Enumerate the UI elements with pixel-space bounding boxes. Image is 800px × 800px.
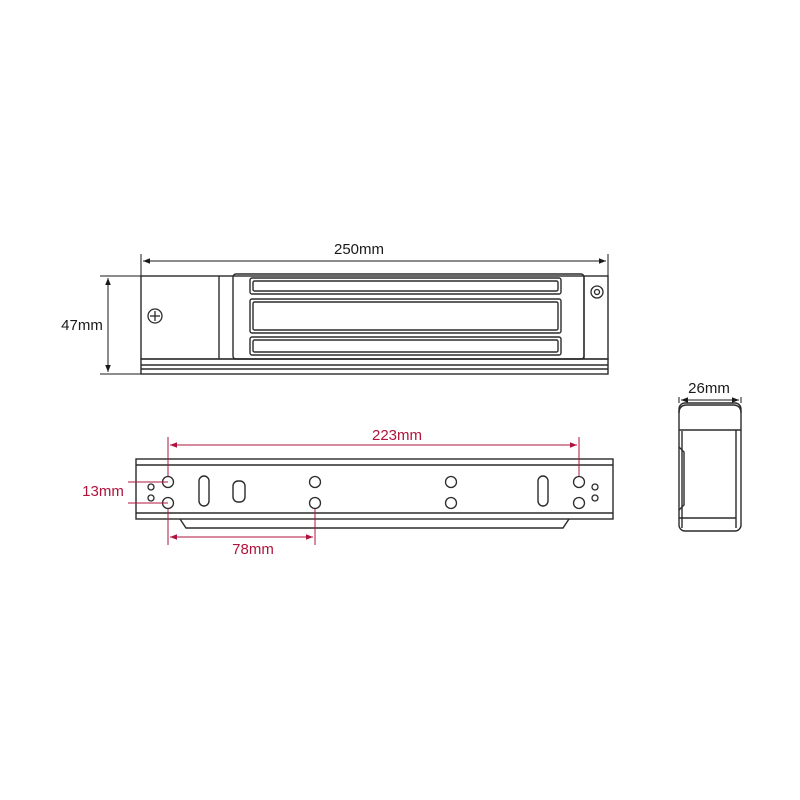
magnet-bar-1 (249, 277, 562, 295)
magnet-bar-3 (249, 336, 562, 356)
side-view (678, 402, 742, 532)
led-indicator-icon (590, 285, 604, 299)
screw-icon (147, 308, 163, 324)
height-dimension (100, 275, 141, 375)
hole-offset-dimension (167, 509, 316, 545)
slot-right (537, 475, 549, 507)
depth-label: 26mm (688, 380, 730, 397)
length-dimension (140, 254, 609, 276)
plate-outline (135, 458, 614, 520)
hole-span-dimension (167, 437, 580, 476)
housing-outline (140, 275, 609, 360)
height-label: 47mm (61, 317, 103, 334)
side-outline (678, 402, 742, 532)
hole-span-label: 223mm (372, 427, 422, 444)
mounting-plate (135, 458, 614, 529)
base-strip (140, 358, 609, 375)
hole-pitch-dimension (128, 481, 168, 504)
front-view (140, 273, 609, 375)
magnet-face-frame (232, 273, 585, 360)
hole-pitch-label: 13mm (82, 483, 124, 500)
hole-offset-label: 78mm (232, 541, 274, 558)
length-label: 250mm (334, 241, 384, 258)
magnet-bar-2 (249, 298, 562, 334)
slot-left-short (232, 480, 246, 503)
mounting-holes (147, 475, 599, 510)
slot-left (198, 475, 210, 507)
depth-dimension (678, 397, 742, 403)
